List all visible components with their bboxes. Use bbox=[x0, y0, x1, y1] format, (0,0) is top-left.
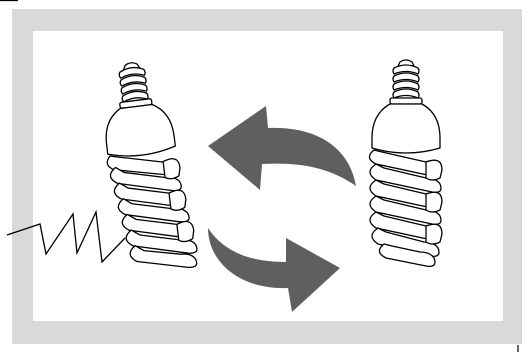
screw-base-icon bbox=[118, 62, 153, 109]
curved-arrow-left-icon bbox=[208, 106, 356, 190]
curved-arrow-right-icon bbox=[208, 228, 340, 312]
spiral-tube-icon bbox=[368, 149, 443, 267]
spiral-tube-icon bbox=[106, 155, 198, 268]
screw-base-icon bbox=[389, 59, 423, 105]
crack-zigzag-icon bbox=[6, 209, 126, 264]
cfl-spiral-bulb-icon bbox=[368, 59, 443, 267]
cfl-spiral-bulb-tilted-icon bbox=[105, 62, 198, 268]
bulb-housing bbox=[371, 103, 441, 154]
bulb-housing bbox=[105, 103, 176, 157]
